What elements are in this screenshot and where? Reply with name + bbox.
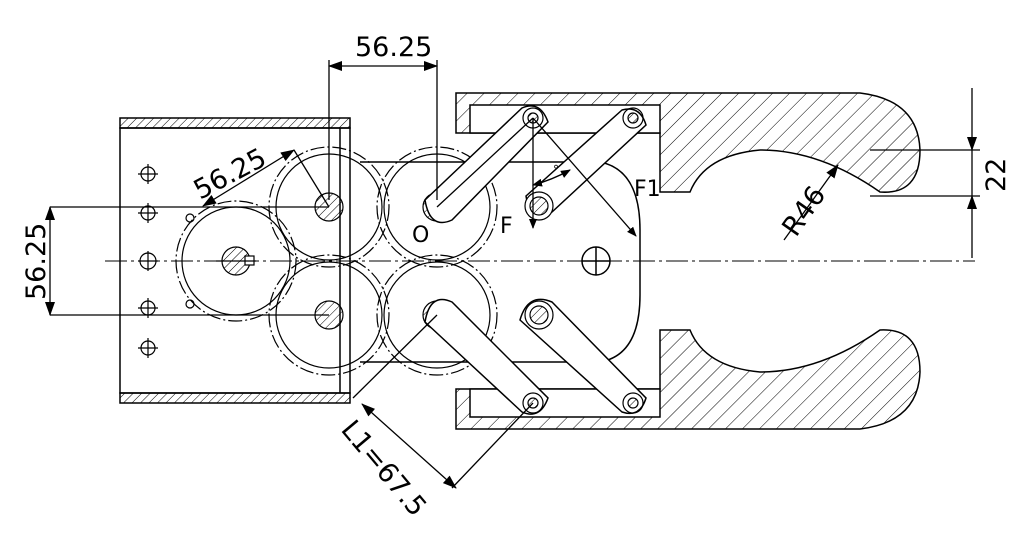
dim-jaw-gap-text: 22 [981,158,1012,192]
dim-top-text: 56.25 [355,32,432,63]
lower-link-2 [519,298,647,415]
links [424,105,647,415]
dim-link-length-text: L1=67.5 [335,415,433,523]
pivots [522,107,644,414]
pivot-lower-2 [622,392,644,414]
pin-hole-bottom [185,299,195,309]
dim-left [45,206,329,316]
label-center-o: O [412,223,429,248]
label-force-f1: F1 [634,177,661,202]
mount-hole-2 [138,203,158,223]
dim-top [328,60,438,200]
housing-top-wall [119,117,351,129]
dim-diag [202,149,330,208]
dim-diag-text: 56.25 [189,143,272,207]
force-arrows [436,117,637,237]
dim-jaw-gap [870,88,980,258]
dim-left-text: 56.25 [21,223,52,300]
dim-radius-text: R46 [776,181,832,242]
mount-hole-5 [138,338,158,358]
dim-link-length [352,314,534,489]
pivot-middle-lower [524,300,554,330]
pin-hole-top [185,213,195,223]
pivot-middle-upper [524,191,554,221]
pivot-upper-2 [622,107,644,129]
label-angle: ° [553,163,559,177]
housing-bottom-wall [119,392,351,404]
label-force-f: F [500,214,513,239]
mount-hole-1 [138,164,158,184]
upper-link-1 [424,105,549,224]
center-plate [360,161,641,363]
dim-radius-leader [783,164,839,241]
lower-link-1 [424,298,549,415]
